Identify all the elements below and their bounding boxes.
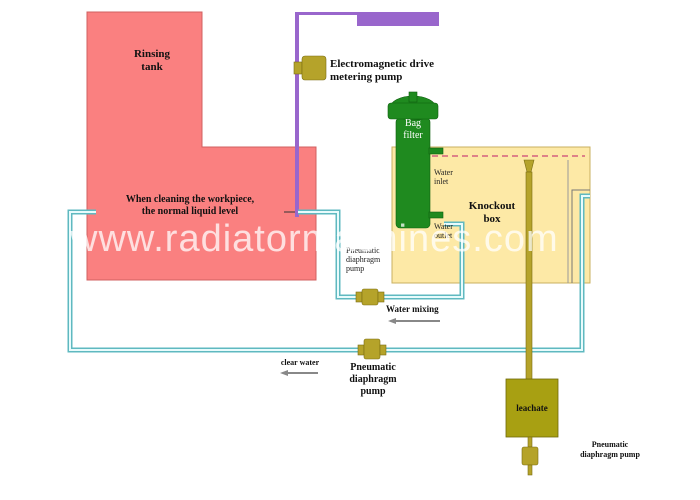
pump-main-label: Pneumatic diaphragm pump [349, 362, 397, 397]
leachate-label: leachate [516, 403, 548, 413]
purple-dosing-pipe [295, 12, 439, 217]
water-mixing-arrow [388, 318, 440, 324]
clear-water-arrow [280, 370, 318, 376]
watermark: www.radiatormachines.com [70, 218, 559, 260]
pump-small-label: Pneumatic diaphragm pump [346, 246, 381, 273]
rinsing-tank [86, 11, 317, 281]
rinsing-tank-label: Rinsing tank [133, 48, 171, 73]
bag-filter [387, 91, 444, 229]
metering-pump-label: Electromagnetic drive metering pump [330, 58, 434, 83]
knockout-box-label: Knockout box [468, 200, 516, 225]
pump-bottom-label: Pneumatic diaphragm pump [580, 440, 640, 459]
pump-main-icon [357, 338, 387, 360]
water-outlet-label: Water outlet [434, 222, 453, 240]
pump-small-icon [355, 288, 385, 306]
leachate-tank [505, 378, 559, 438]
bag-filter-label: Bag filter [403, 118, 423, 141]
metering-pump-icon [293, 55, 327, 81]
clear-water-label: clear water [280, 358, 320, 367]
water-pipes-inner [69, 195, 590, 351]
water-inlet-label: Water inlet [434, 168, 453, 186]
water-mixing-label: Water mixing [386, 304, 439, 314]
knockout-box-overflow-pipe [571, 189, 590, 283]
normal-liquid-level-label: When cleaning the workpiece, the normal … [125, 194, 255, 217]
pump-bottom-icon [521, 436, 539, 476]
